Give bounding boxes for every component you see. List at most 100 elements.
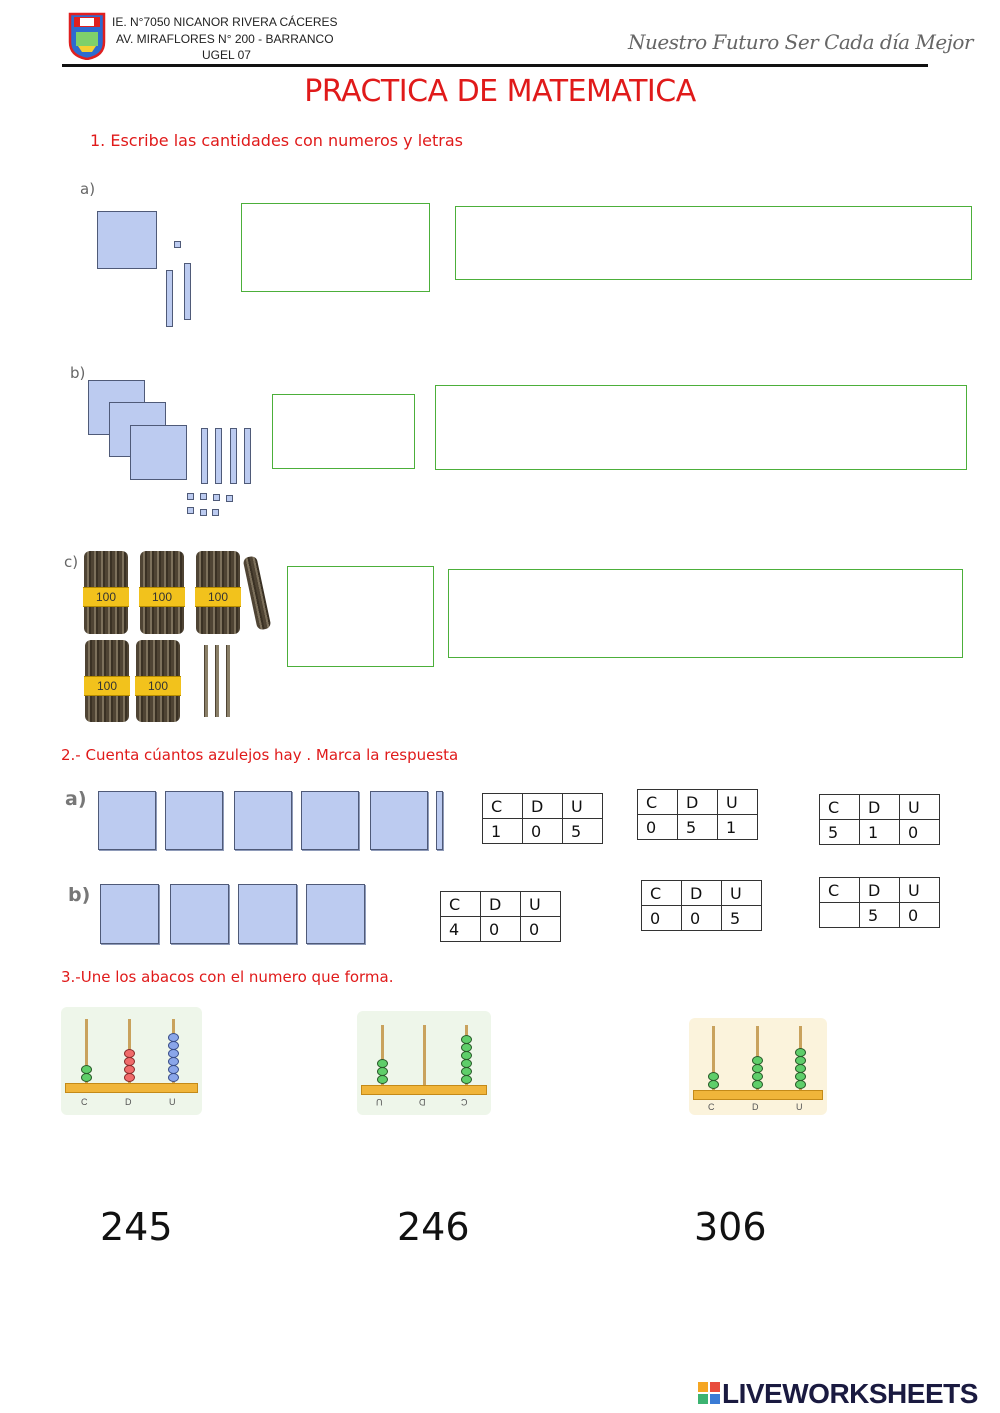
bead <box>461 1067 472 1076</box>
number-option-1[interactable]: 245 <box>100 1205 173 1249</box>
footer-brand: LIVEWORKSHEETS <box>722 1378 978 1409</box>
unit-cube <box>187 493 194 500</box>
hundred-bundle: 100 <box>139 551 185 634</box>
ten-rod <box>201 428 208 484</box>
bead <box>795 1080 806 1089</box>
abacus-label-u: U <box>169 1097 176 1107</box>
cell-c <box>819 902 860 928</box>
school-name: IE. N°7050 NICANOR RIVERA CÁCERES <box>112 15 338 29</box>
tile <box>301 791 359 850</box>
bead <box>81 1073 92 1082</box>
bead <box>461 1075 472 1084</box>
bead <box>461 1035 472 1044</box>
cell-d: 0 <box>480 916 521 942</box>
bead <box>708 1080 719 1089</box>
answer-number-1c[interactable] <box>287 566 434 667</box>
cell-d: 5 <box>677 814 718 840</box>
tile <box>170 884 229 944</box>
bead <box>377 1067 388 1076</box>
answer-words-1a[interactable] <box>455 206 972 280</box>
bead <box>168 1033 179 1042</box>
abacus-3[interactable]: C D U <box>689 1018 827 1115</box>
bead <box>81 1065 92 1074</box>
bead <box>461 1043 472 1052</box>
answer-number-1a[interactable] <box>241 203 430 292</box>
abacus-label-d: D <box>752 1102 759 1112</box>
number-option-3[interactable]: 306 <box>694 1205 767 1249</box>
cell-c: 4 <box>440 916 481 942</box>
bead <box>461 1051 472 1060</box>
abacus-pole <box>381 1025 384 1091</box>
ten-bundle <box>242 555 272 631</box>
unit-cube <box>200 509 207 516</box>
ten-rod <box>166 270 173 327</box>
item-1a-label: a) <box>80 180 96 198</box>
header-c: C <box>641 880 682 906</box>
item-1b-label: b) <box>70 364 86 382</box>
abacus-1[interactable]: C D U <box>61 1007 202 1115</box>
ten-rod <box>184 263 191 320</box>
bundle-label: 100 <box>83 587 129 607</box>
bundle-label: 100 <box>195 587 241 607</box>
header-u: U <box>562 793 603 819</box>
bead <box>168 1073 179 1082</box>
answer-words-1c[interactable] <box>448 569 963 658</box>
unit-cube <box>174 241 181 248</box>
bead <box>124 1065 135 1074</box>
bead <box>752 1064 763 1073</box>
header-u: U <box>717 789 758 815</box>
abacus-label-c: C <box>81 1097 88 1107</box>
bead <box>795 1056 806 1065</box>
section2-instruction: 2.- Cuenta cúantos azulejos hay . Marca … <box>61 746 459 764</box>
bundle-label: 100 <box>135 676 181 696</box>
answer-words-1b[interactable] <box>435 385 967 470</box>
header-d: D <box>681 880 722 906</box>
cell-u: 5 <box>562 818 603 844</box>
header-c: C <box>637 789 678 815</box>
bead <box>752 1080 763 1089</box>
school-ugel: UGEL 07 <box>202 48 251 62</box>
abacus-pole <box>423 1025 426 1091</box>
unit-cube <box>226 495 233 502</box>
header-d: D <box>859 794 900 820</box>
abacus-label-d: D <box>419 1097 426 1107</box>
school-logo <box>68 12 106 61</box>
header-c: C <box>819 877 860 903</box>
abacus-2[interactable]: U D C <box>357 1011 491 1115</box>
bead <box>377 1075 388 1084</box>
abacus-label-d: D <box>125 1097 132 1107</box>
cell-u: 0 <box>899 819 940 845</box>
bead <box>168 1049 179 1058</box>
number-option-2[interactable]: 246 <box>397 1205 470 1249</box>
tile <box>234 791 292 850</box>
hundred-bundle: 100 <box>83 551 129 634</box>
hundred-flat <box>97 211 157 269</box>
abacus-label-u: U <box>796 1102 803 1112</box>
abacus-pole <box>85 1019 88 1091</box>
cell-d: 5 <box>859 902 900 928</box>
abacus-base <box>65 1083 198 1093</box>
cell-u: 1 <box>717 814 758 840</box>
ten-rod <box>230 428 237 484</box>
answer-number-1b[interactable] <box>272 394 415 469</box>
unit-cube <box>187 507 194 514</box>
abacus-label-u: U <box>376 1097 383 1107</box>
abacus-pole <box>712 1026 715 1092</box>
tile <box>165 791 223 850</box>
tile-strip <box>436 791 443 850</box>
header-u: U <box>520 891 561 917</box>
header-d: D <box>522 793 563 819</box>
cell-c: 0 <box>637 814 678 840</box>
abacus-label-c: C <box>461 1097 468 1107</box>
cell-c: 0 <box>641 905 682 931</box>
school-address: AV. MIRAFLORES N° 200 - BARRANCO <box>116 32 334 46</box>
header-c: C <box>482 793 523 819</box>
header-d: D <box>677 789 718 815</box>
cell-c: 1 <box>482 818 523 844</box>
